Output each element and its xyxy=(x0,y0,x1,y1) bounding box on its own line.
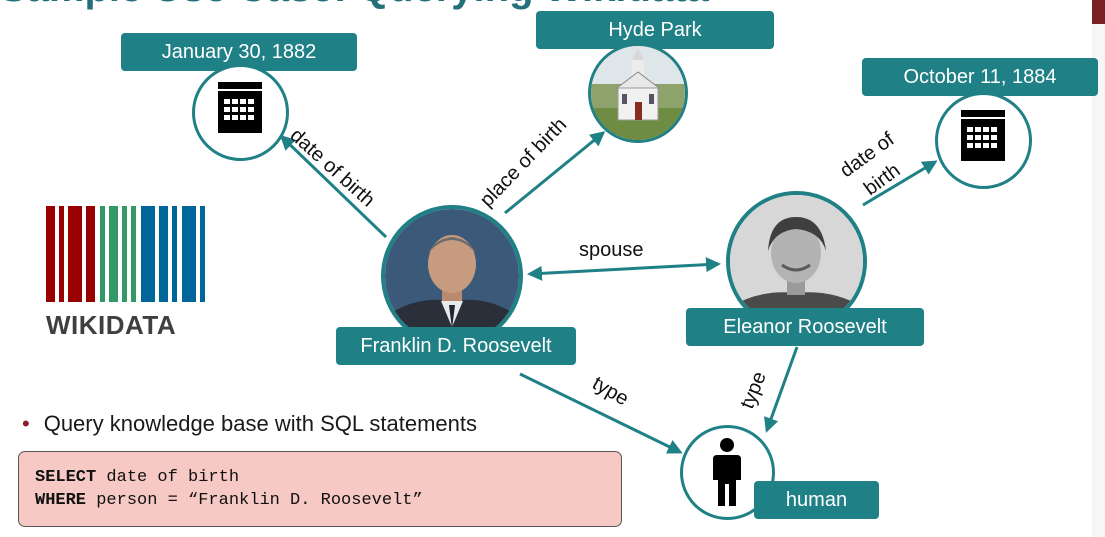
edge-fdr-type xyxy=(519,372,683,454)
edge-label-spouse: spouse xyxy=(579,239,644,261)
accent-bar xyxy=(1092,0,1105,24)
sql-keyword-select: SELECT xyxy=(35,468,97,487)
sql-query-box: SELECT date of birth WHERE person = “Fra… xyxy=(18,451,622,527)
edge-label-eleanor-type: type xyxy=(736,369,771,412)
node-label-hyde-park: Hyde Park xyxy=(536,11,774,49)
edge-spouse xyxy=(527,257,721,281)
node-eleanor-dob xyxy=(935,92,1032,189)
slide-title: Sample Use Case: Querying Wikidata xyxy=(0,0,709,11)
edge-fdr-dob xyxy=(279,134,388,239)
sql-line-1: SELECT date of birth xyxy=(35,466,605,489)
sql-where-clause: person = “Franklin D. Roosevelt” xyxy=(86,491,423,510)
fdr-portrait xyxy=(385,209,519,343)
edge-place-of-birth xyxy=(504,131,606,215)
wikidata-wordmark: WIKIDATA xyxy=(46,310,177,340)
sql-keyword-where: WHERE xyxy=(35,491,87,510)
edge-eleanor-dob xyxy=(862,160,938,207)
sql-select-clause: date of birth xyxy=(96,468,240,487)
sql-line-2: WHERE person = “Franklin D. Roosevelt” xyxy=(35,489,605,512)
node-fdr xyxy=(381,205,523,347)
node-label-human: human xyxy=(754,481,879,519)
bullet-point: • Query knowledge base with SQL statement… xyxy=(22,411,477,437)
node-label-eleanor-dob: October 11, 1884 xyxy=(862,58,1098,96)
person-icon xyxy=(713,438,741,506)
node-label-fdr: Franklin D. Roosevelt xyxy=(336,327,576,365)
edge-label-fdr-type: type xyxy=(589,372,633,410)
node-label-eleanor: Eleanor Roosevelt xyxy=(686,308,924,346)
edge-label-fdr-dob: date of birth xyxy=(286,124,379,211)
node-hyde-park xyxy=(588,43,688,143)
calendar-icon xyxy=(218,82,262,133)
wikidata-logo xyxy=(46,206,205,302)
bullet-dot: • xyxy=(22,411,30,436)
church-photo xyxy=(591,46,685,140)
edge-eleanor-type xyxy=(764,346,799,433)
right-strip xyxy=(1092,24,1105,537)
calendar-icon xyxy=(961,110,1005,161)
node-fdr-dob xyxy=(192,64,289,161)
bullet-text: Query knowledge base with SQL statements xyxy=(43,411,477,436)
